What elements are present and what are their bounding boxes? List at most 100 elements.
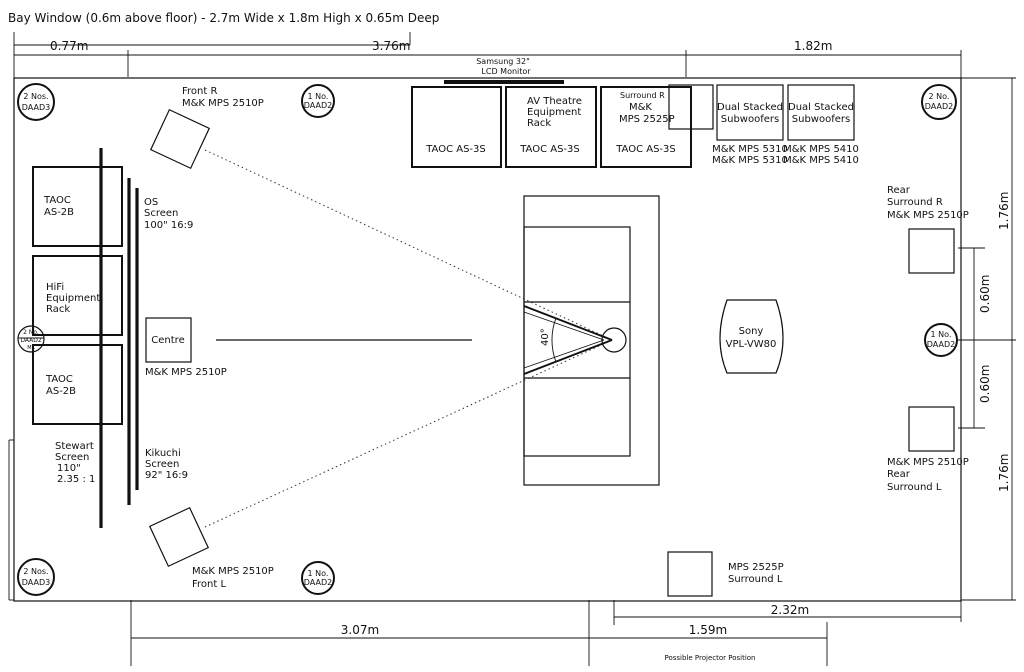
svg-text:TAOC: TAOC xyxy=(43,195,71,206)
svg-text:AS-2B: AS-2B xyxy=(44,207,74,218)
svg-text:M&K MPS 5310: M&K MPS 5310 xyxy=(712,155,788,166)
svg-text:Equipment: Equipment xyxy=(46,293,100,304)
rear-surround-r-label: Rear Surround R M&K MPS 2510P xyxy=(887,185,969,221)
top-dimension-lines xyxy=(13,32,962,78)
bottom-dimension-lines xyxy=(130,595,962,666)
surround-l-label-line2: Surround L xyxy=(728,574,783,585)
svg-text:1 No.: 1 No. xyxy=(308,569,329,578)
daad-bottom-middle: 1 No. DAAD2 xyxy=(301,561,335,595)
svg-text:Sony: Sony xyxy=(739,326,764,337)
svg-text:DAAD2: DAAD2 xyxy=(304,101,332,110)
surround-r-speaker xyxy=(668,84,714,130)
sightline-front-l xyxy=(204,339,613,528)
svg-text:OS: OS xyxy=(144,197,158,208)
svg-text:Subwoofers: Subwoofers xyxy=(721,114,779,125)
hifi-equipment-rack: HiFi Equipment Rack xyxy=(32,255,123,336)
svg-text:HiFi: HiFi xyxy=(46,282,64,293)
dim-bottom-left: 3.07m xyxy=(341,623,379,637)
daad-top-left: 2 Nos. DAAD3 xyxy=(17,83,55,121)
svg-text:TAOC AS-3S: TAOC AS-3S xyxy=(519,144,580,155)
svg-text:M&K MPS 5410: M&K MPS 5410 xyxy=(783,144,859,155)
front-r-label-line2: M&K MPS 2510P xyxy=(182,98,264,109)
dim-top-left: 0.77m xyxy=(50,39,88,53)
left-taoc-top: TAOC AS-2B xyxy=(32,166,123,247)
svg-text:2 No.: 2 No. xyxy=(929,92,950,101)
centre-label: Centre xyxy=(151,335,184,346)
sony-projector: Sony VPL-VW80 xyxy=(719,299,784,374)
stewart-screen-label: Stewart Screen 110" 2.35 : 1 xyxy=(55,441,95,485)
svg-text:Stewart: Stewart xyxy=(55,441,94,452)
dim-bottom-right: 2.32m xyxy=(771,603,809,617)
sightline-front-r xyxy=(204,149,613,341)
daad-top-right: 2 No. DAAD2 xyxy=(921,84,957,120)
svg-text:2 No.: 2 No. xyxy=(23,329,39,336)
daad-right-middle: 1 No. DAAD2 xyxy=(924,323,958,357)
svg-text:Screen: Screen xyxy=(55,452,89,463)
svg-text:DAAD2: DAAD2 xyxy=(20,337,42,344)
svg-text:Surround R: Surround R xyxy=(887,197,943,208)
svg-text:M&K: M&K xyxy=(629,102,652,113)
dim-top-right: 1.82m xyxy=(794,39,832,53)
svg-text:AV Theatre: AV Theatre xyxy=(527,96,582,107)
daad-bottom-left: 2 Nos. DAAD3 xyxy=(17,558,55,596)
front-l-speaker xyxy=(148,506,210,568)
daad-left-middle: 2 No. DAAD2 MK xyxy=(17,325,45,353)
svg-text:Surround R: Surround R xyxy=(620,91,665,100)
room-outline xyxy=(8,77,962,602)
svg-text:2 Nos.: 2 Nos. xyxy=(23,92,48,101)
svg-text:DAAD3: DAAD3 xyxy=(22,103,50,112)
svg-text:1 No.: 1 No. xyxy=(308,92,329,101)
svg-text:Rear: Rear xyxy=(887,469,911,480)
kikuchi-screen-label: Kikuchi Screen 92" 16:9 xyxy=(145,448,188,481)
monitor-label-line2: LCD Monitor xyxy=(481,67,531,76)
svg-text:M&K MPS 5310: M&K MPS 5310 xyxy=(712,144,788,155)
samsung-lcd-monitor xyxy=(444,80,564,84)
centre-speaker xyxy=(145,317,192,363)
os-screen-label: OS Screen 100" 16:9 xyxy=(144,197,193,231)
svg-text:Subwoofers: Subwoofers xyxy=(792,114,850,125)
rear-surround-r-speaker xyxy=(908,228,955,274)
diagram-title: Bay Window (0.6m above floor) - 2.7m Wid… xyxy=(8,11,439,25)
right-dimension-lines xyxy=(958,77,1016,601)
svg-text:Rear: Rear xyxy=(887,185,911,196)
svg-text:TAOC AS-3S: TAOC AS-3S xyxy=(425,144,486,155)
svg-text:Screen: Screen xyxy=(145,459,179,470)
subwoofer-stack-b: Dual Stacked Subwoofers M&K MPS 5410 M&K… xyxy=(783,84,859,166)
svg-text:2.35 : 1: 2.35 : 1 xyxy=(57,474,95,485)
projector-position-note: Possible Projector Position xyxy=(664,654,755,662)
svg-text:TAOC: TAOC xyxy=(45,374,73,385)
svg-text:Equipment: Equipment xyxy=(527,107,581,118)
svg-text:M&K MPS 5410: M&K MPS 5410 xyxy=(783,155,859,166)
svg-text:Screen: Screen xyxy=(144,208,178,219)
dim-right-mid-upper: 0.60m xyxy=(978,275,992,313)
dim-bottom-projector: 1.59m xyxy=(689,623,727,637)
svg-text:92" 16:9: 92" 16:9 xyxy=(145,470,188,481)
surround-l-speaker xyxy=(667,551,713,597)
svg-text:AS-2B: AS-2B xyxy=(46,386,76,397)
svg-text:DAAD2: DAAD2 xyxy=(925,102,953,111)
av-theatre-rack: AV Theatre Equipment Rack TAOC AS-3S xyxy=(505,86,597,168)
svg-text:MK: MK xyxy=(27,345,35,351)
monitor-label-line1: Samsung 32" xyxy=(476,57,530,66)
sofa xyxy=(523,195,660,486)
dim-right-lower: 1.76m xyxy=(997,454,1011,492)
left-taoc-bottom: TAOC AS-2B xyxy=(32,344,123,425)
svg-text:110": 110" xyxy=(57,463,81,474)
svg-text:MPS 2525P: MPS 2525P xyxy=(619,114,675,125)
daad-top-middle: 1 No. DAAD2 xyxy=(301,84,335,118)
front-l-label-line1: M&K MPS 2510P xyxy=(192,566,274,577)
subwoofer-stack-a: Dual Stacked Subwoofers M&K MPS 5310 M&K… xyxy=(712,84,788,166)
angle-label: 40° xyxy=(540,328,551,346)
surround-l-label-line1: MPS 2525P xyxy=(728,562,784,573)
surround-r-rack: Surround R M&K MPS 2525P TAOC AS-3S xyxy=(600,86,692,168)
svg-text:DAAD2: DAAD2 xyxy=(927,340,955,349)
svg-text:VPL-VW80: VPL-VW80 xyxy=(726,339,777,350)
dim-top-mid: 3.76m xyxy=(372,39,410,53)
front-r-speaker xyxy=(149,108,211,170)
rear-surround-l-speaker xyxy=(908,406,955,452)
svg-text:Dual Stacked: Dual Stacked xyxy=(788,102,854,113)
svg-text:Surround L: Surround L xyxy=(887,482,942,493)
svg-text:Kikuchi: Kikuchi xyxy=(145,448,181,459)
svg-text:M&K MPS 2510P: M&K MPS 2510P xyxy=(887,210,969,221)
